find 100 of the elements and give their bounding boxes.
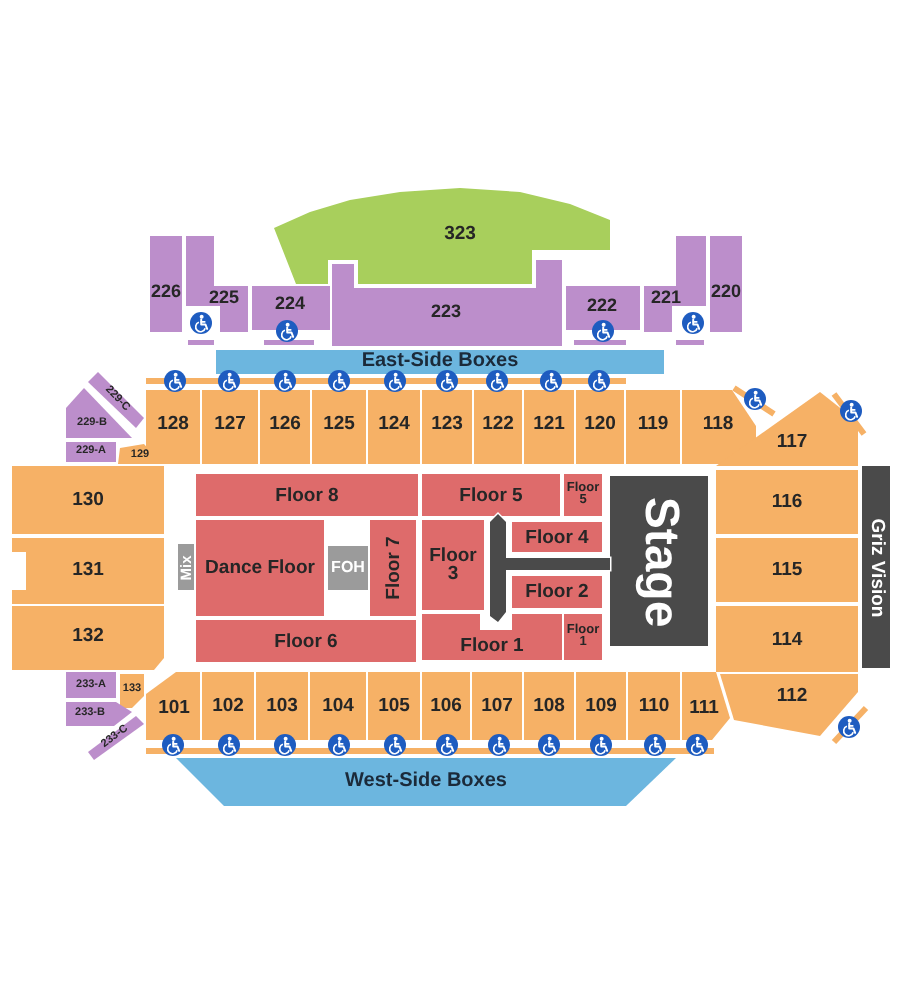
sound-booth [328,546,368,590]
seating-section [368,390,420,464]
section-label: 108 [533,696,565,716]
seating-section [274,188,610,284]
floor-section [370,520,416,616]
section-label: 114 [771,629,803,649]
floor-section [564,474,602,516]
seating-section [576,672,626,740]
floor-section [422,520,484,610]
seating-section [524,672,574,740]
seating-section [146,390,200,464]
seating-section [628,672,680,740]
seating-section [422,672,470,740]
stage-label: Stage [635,495,683,627]
section-label: 102 [212,696,244,716]
box-seating-section [176,758,676,806]
section-label: 127 [214,414,246,434]
section-label: Dance Floor [205,558,315,578]
seating-section [66,672,116,698]
seating-section [12,606,164,670]
section-label: 107 [481,696,513,716]
section-label: 131 [72,560,104,580]
seating-section [150,236,182,332]
section-label: Floor 1 [460,636,524,656]
floor-section [196,520,324,616]
floor-section [512,522,602,552]
section-label: 128 [157,414,189,434]
seating-section [422,390,472,464]
seating-section [66,388,132,438]
section-label: 132 [72,626,104,646]
seating-section [716,470,858,534]
stage-runway [490,514,610,622]
section-label: 220 [710,283,742,301]
stage [610,476,708,646]
section-label: 105 [378,696,410,716]
seating-section [312,390,366,464]
section-label: 116 [771,492,803,512]
seating-section [202,390,258,464]
section-label: Floor 3 [427,546,479,584]
seating-section [576,390,624,464]
seating-section [566,286,640,330]
section-label: 117 [776,432,808,452]
section-label: 109 [585,696,617,716]
video-board [862,466,890,668]
section-label: East-Side Boxes [361,352,519,372]
floor-section [422,614,562,660]
floor-section [196,620,416,662]
section-label: 101 [158,698,190,718]
section-label: 111 [689,698,719,718]
section-label: 103 [266,696,298,716]
section-label: 122 [482,414,514,434]
section-label: Floor 8 [275,485,339,505]
section-label: West-Side Boxes [345,772,507,792]
seating-section [716,606,858,672]
seating-section [256,672,308,740]
section-label: 226 [150,283,182,301]
section-label: 112 [776,686,808,706]
section-label: 222 [586,297,618,315]
seating-section [710,236,742,332]
seating-section [716,538,858,602]
seating-section [186,236,248,332]
section-label: 221 [650,289,682,307]
section-label: 119 [637,414,669,434]
section-label: Floor 2 [525,582,589,602]
section-label: 121 [533,414,565,434]
seating-section [260,390,310,464]
section-label: 224 [274,295,306,313]
section-label: 104 [322,696,354,716]
section-label: 126 [269,414,301,434]
seating-section [524,390,574,464]
section-label: FOH [331,560,365,576]
section-label: 223 [430,303,462,321]
section-label: Floor 7 [383,536,403,600]
seating-section [66,442,116,462]
floor-section [422,474,560,516]
seating-section [12,538,164,604]
section-label: Floor 6 [274,631,338,651]
seating-section [202,672,254,740]
section-label: 125 [323,414,355,434]
section-label: 120 [584,414,616,434]
section-label: 130 [72,490,104,510]
seating-section [66,702,132,726]
seating-section [474,390,522,464]
section-label: 115 [771,560,803,580]
seating-section [88,716,144,760]
floor-section [564,614,602,660]
floor-section [196,474,418,516]
section-label: Floor 4 [525,527,589,547]
box-seating-section [216,350,664,374]
section-label: 323 [444,224,476,244]
seating-section [682,672,730,740]
section-label: 225 [208,289,240,307]
video-board-label: Griz Vision [866,517,886,617]
section-label: Floor 5 [459,485,523,505]
seating-section [332,260,562,346]
seating-section [368,672,420,740]
mix-position [178,544,194,590]
section-label: 124 [378,414,410,434]
floor-section [512,576,602,608]
section-label: 118 [702,414,734,434]
